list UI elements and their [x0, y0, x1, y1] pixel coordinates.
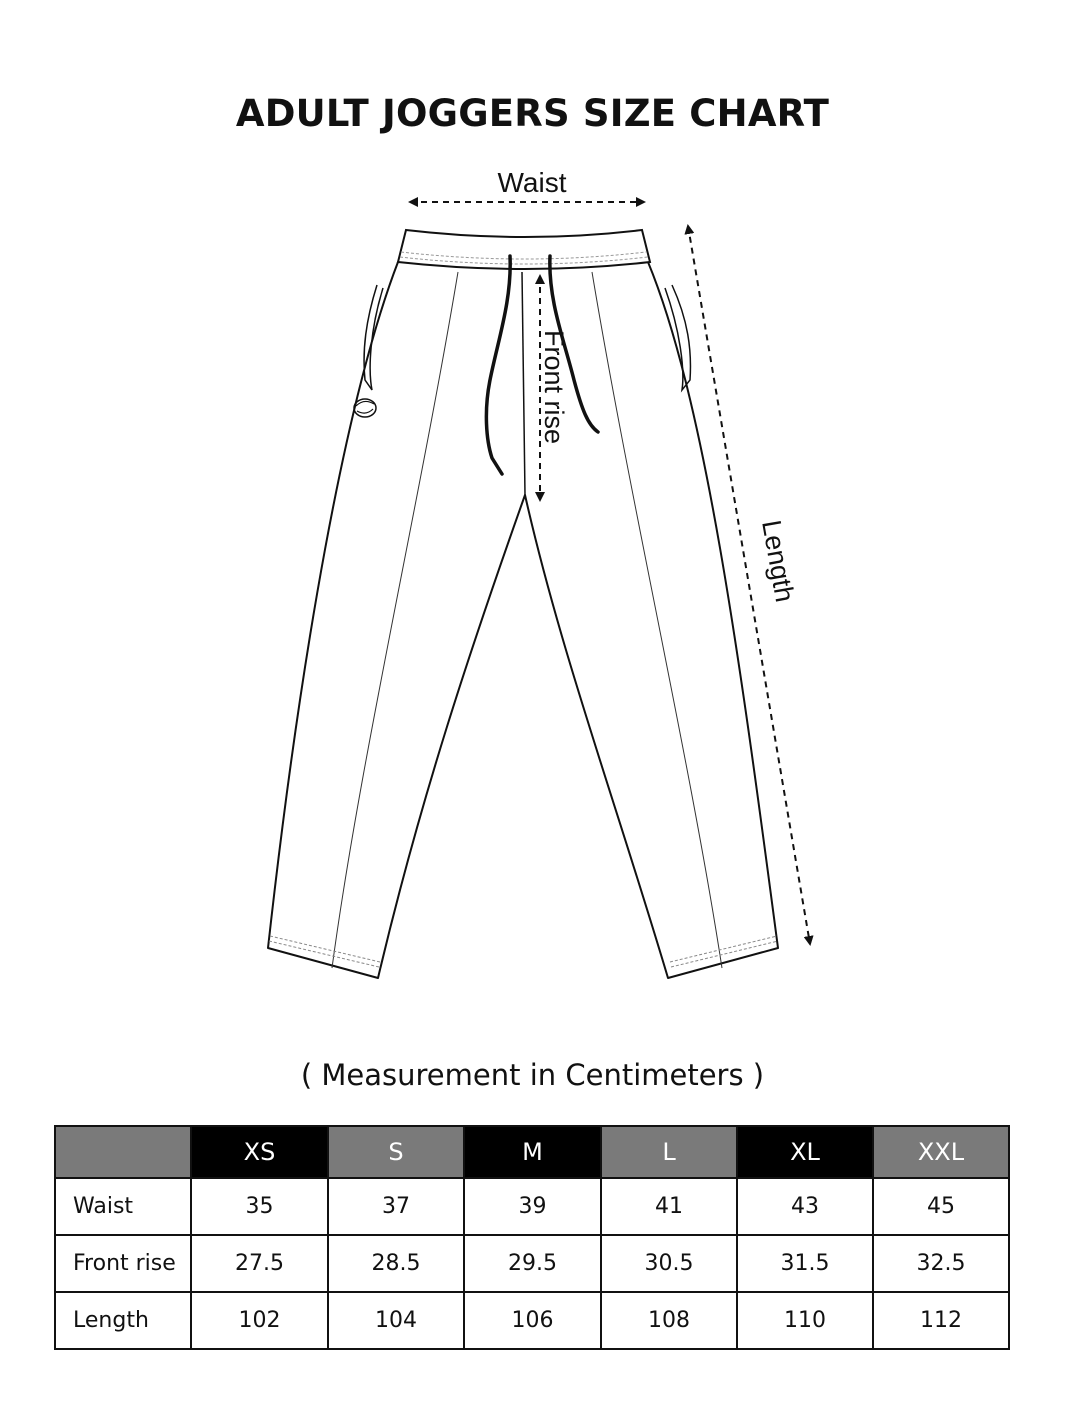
- size-header: XL: [736, 1125, 874, 1179]
- table-cell: 41: [600, 1177, 738, 1236]
- size-header-row: XS S M L XL XXL: [54, 1125, 1010, 1179]
- table-cell: 108: [600, 1291, 738, 1350]
- table-cell: 29.5: [463, 1234, 602, 1293]
- drawstring-right: [548, 254, 600, 434]
- measurement-note: ( Measurement in Centimeters ): [300, 1058, 765, 1092]
- size-header: XXL: [872, 1125, 1010, 1179]
- table-cell: 30.5: [600, 1234, 738, 1293]
- table-cell: 106: [463, 1291, 602, 1350]
- table-row: Front rise 27.5 28.5 29.5 30.5 31.5 32.5: [54, 1234, 1010, 1293]
- table-cell: 39: [463, 1177, 602, 1236]
- table-cell: 45: [872, 1177, 1010, 1236]
- table-cell: 35: [190, 1177, 329, 1236]
- table-cell: 28.5: [327, 1234, 465, 1293]
- drawstring-left: [484, 254, 512, 476]
- size-header: M: [463, 1125, 602, 1179]
- row-label: Front rise: [54, 1234, 192, 1293]
- table-cell: 37: [327, 1177, 465, 1236]
- table-cell: 110: [736, 1291, 874, 1350]
- row-label: Waist: [54, 1177, 192, 1236]
- table-cell: 43: [736, 1177, 874, 1236]
- row-label: Length: [54, 1291, 192, 1350]
- brand-logo-icon: [353, 398, 377, 418]
- table-cell: 32.5: [872, 1234, 1010, 1293]
- table-cell: 27.5: [190, 1234, 329, 1293]
- waistband: [396, 228, 652, 270]
- length-arrow: [684, 224, 814, 946]
- header-corner: [54, 1125, 192, 1179]
- table-row: Waist 35 37 39 41 43 45: [54, 1177, 1010, 1236]
- size-table: XS S M L XL XXL Waist 35 37 39 41 43 45 …: [54, 1125, 1010, 1350]
- joggers-diagram: Waist Front rise Length: [267, 167, 814, 979]
- table-cell: 112: [872, 1291, 1010, 1350]
- table-cell: 104: [327, 1291, 465, 1350]
- length-label: Length: [756, 518, 800, 605]
- waist-label: Waist: [498, 167, 567, 198]
- table-row: Length 102 104 106 108 110 112: [54, 1291, 1010, 1350]
- table-cell: 31.5: [736, 1234, 874, 1293]
- size-header: L: [600, 1125, 738, 1179]
- front-rise-label: Front rise: [539, 330, 569, 444]
- size-header: XS: [190, 1125, 329, 1179]
- size-header: S: [327, 1125, 465, 1179]
- table-cell: 102: [190, 1291, 329, 1350]
- page-title: ADULT JOGGERS SIZE CHART: [235, 92, 830, 135]
